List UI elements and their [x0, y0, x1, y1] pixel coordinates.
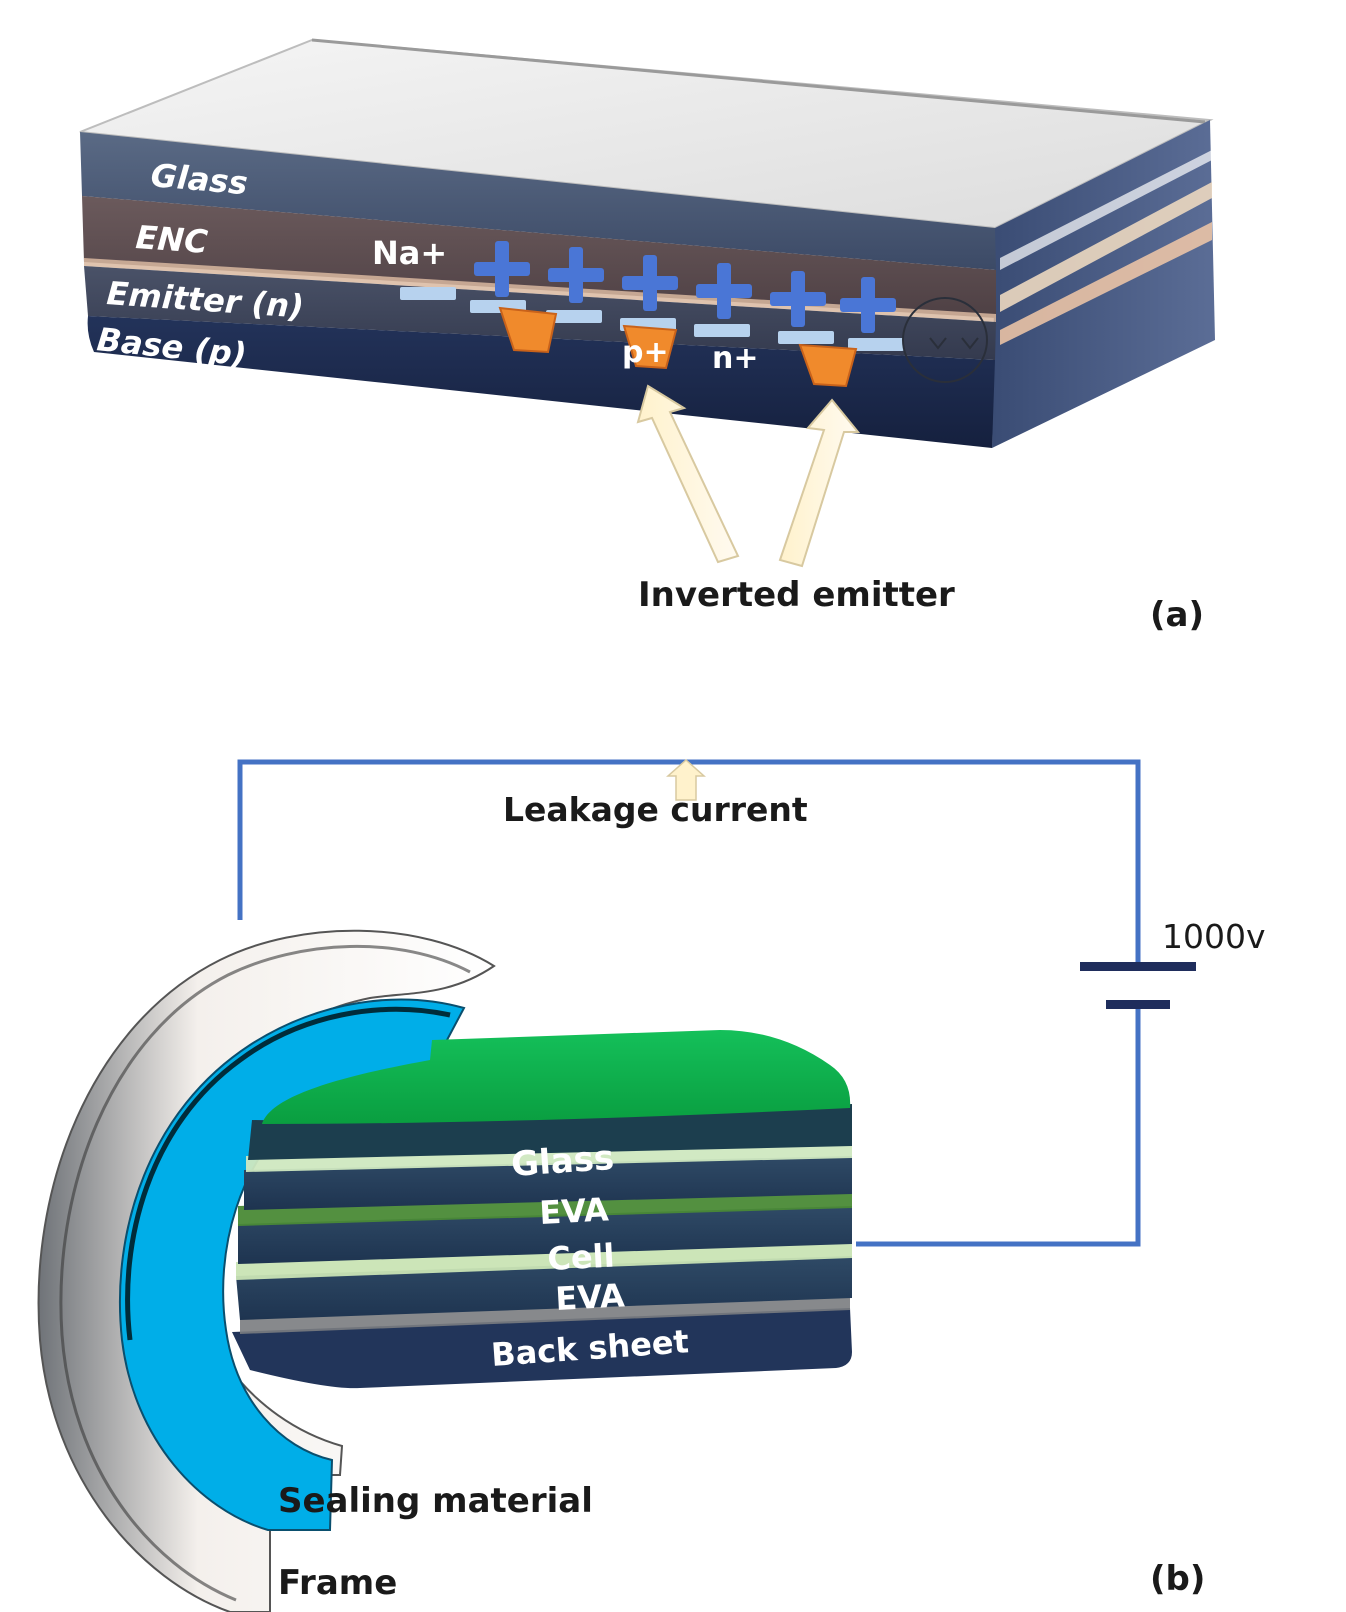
minus-icon [778, 331, 834, 344]
label-na-ion: Na+ [372, 234, 447, 272]
sodium-ions [474, 241, 896, 333]
plus-icon [622, 255, 678, 311]
label-enc: ENC [134, 218, 209, 261]
glass-layer [80, 132, 996, 270]
eva-top-layer [244, 1156, 852, 1210]
inverted-emitter-arrows [636, 384, 861, 568]
minus-icon [546, 310, 602, 323]
panel-label-a: (a) [1150, 595, 1204, 635]
arrow-icon [778, 398, 861, 568]
panel-label-b: (b) [1150, 1559, 1205, 1599]
base-layer [87, 316, 996, 448]
label-cell: Cell [546, 1237, 615, 1278]
panel-a: Glass ENC Emitter (n) Base (p) Na+ [79, 38, 1215, 635]
label-frame: Frame [278, 1563, 397, 1603]
enc-layer [82, 196, 996, 318]
plus-icon [696, 263, 752, 319]
module-glass-front [248, 1104, 852, 1160]
negative-charges [400, 287, 904, 351]
label-eva-top: EVA [538, 1190, 609, 1232]
plus-icon [548, 247, 604, 303]
minus-icon [848, 338, 904, 351]
label-p-plus: p+ [622, 335, 669, 370]
battery-icon [1080, 962, 1196, 1009]
label-n-plus: n+ [712, 341, 759, 376]
arrow-icon [636, 384, 740, 564]
label-leakage-current: Leakage current [503, 790, 808, 829]
module-glass-top [262, 1030, 851, 1124]
leakage-arrow-icon [666, 758, 706, 801]
plus-icon [840, 277, 896, 333]
circuit-wire-lower [856, 1000, 1141, 1247]
label-eva-bottom: EVA [554, 1276, 625, 1318]
minus-icon [400, 287, 456, 300]
label-inverted-emitter: Inverted emitter [638, 575, 955, 615]
panel-b: Leakage current 1000v [37, 758, 1266, 1612]
label-glass-a: Glass [149, 156, 249, 202]
minus-icon [694, 324, 750, 337]
inverted-emitter-region [798, 343, 858, 388]
plus-icon [474, 241, 530, 297]
pv-module-stack [232, 1030, 852, 1389]
label-sealing-material: Sealing material [278, 1481, 593, 1521]
current-loop-icon [902, 297, 988, 383]
label-voltage: 1000v [1162, 917, 1266, 956]
label-glass-b: Glass [510, 1138, 616, 1185]
plus-icon [770, 271, 826, 327]
inverted-emitter-region [498, 306, 558, 354]
inverted-emitter-region [622, 324, 678, 370]
